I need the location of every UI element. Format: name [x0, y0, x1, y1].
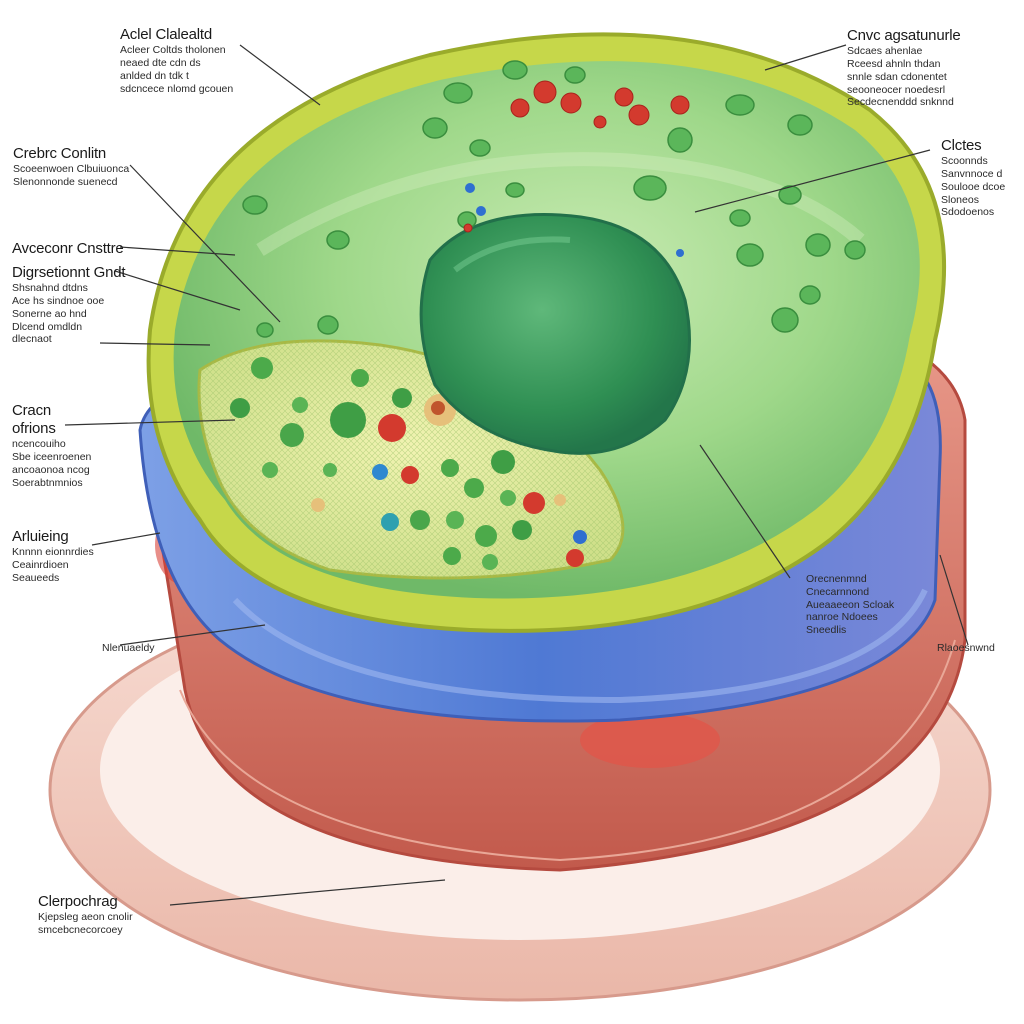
label-title: Clerpochrag	[38, 893, 118, 910]
red-granules	[463, 80, 690, 233]
label-title: Cnvc agsatunurle	[847, 27, 961, 44]
label-title: Cracn	[12, 402, 52, 419]
label-line: Sneedlis	[806, 624, 847, 637]
label-line: Sanvnnoce d	[941, 168, 1003, 181]
label-line: Sonerne ao hnd	[12, 307, 87, 320]
label-line: Sbe iceenroenen	[12, 451, 92, 464]
label-line: sdcncece nlomd gcouen	[120, 82, 234, 95]
label-mid-right: Orecnenmnd Cnecarnnond Aueaaeeon Scloak …	[806, 573, 894, 637]
label-line: Sloneos	[941, 193, 979, 206]
label-title: ofrions	[12, 420, 56, 437]
label-left-3: Digrsetionnt Gndt Shsnahnd dtdns Ace hs …	[12, 264, 126, 346]
label-line: Scoonnds	[941, 155, 988, 168]
label-line: Acleer Coltds tholonen	[120, 44, 226, 57]
label-line: Ceainrdioen	[12, 559, 69, 572]
label-line: Seaueeds	[12, 571, 60, 584]
nucleus	[419, 213, 691, 455]
label-line: Rceesd ahnln thdan	[847, 58, 941, 71]
label-line: Secdecnenddd snknnd	[847, 96, 954, 109]
label-line: Sdcaes ahenlae	[847, 45, 923, 58]
label-line: Shsnahnd dtdns	[12, 282, 88, 295]
label-left-1: Crebrc Conlitn Scoeenwoen Clbuiuonca Sle…	[13, 145, 129, 189]
label-line: snnle sdan cdonentet	[847, 70, 947, 83]
label-line: Slenonnonde suenecd	[13, 176, 118, 189]
label-line: Sdodoenos	[941, 206, 995, 219]
label-line: nanroe Ndoees	[806, 611, 878, 624]
label-line: ncencouiho	[12, 438, 66, 451]
label-right-1: Clctes Scoonnds Sanvnnoce d Soulooe dcoe…	[941, 137, 1005, 219]
label-title: Clctes	[941, 137, 982, 154]
label-title: Crebrc Conlitn	[13, 145, 107, 162]
label-left-2: Avceconr Cnsttre	[12, 240, 124, 258]
label-left-5: ofrions ncencouiho Sbe iceenroenen ancoa…	[12, 420, 91, 489]
label-title: Digrsetionnt Gndt	[12, 264, 126, 281]
label-line: Rlaoesnwnd	[937, 642, 995, 654]
label-line: Knnnn eionnrdies	[12, 546, 94, 559]
blue-granules	[465, 183, 684, 257]
cytoplasm-organelles	[242, 60, 866, 338]
label-line: dlecnaot	[12, 333, 52, 346]
label-top-left: Aclel Clalealtd Acleer Coltds tholonen n…	[120, 26, 233, 95]
label-line: Dlcend omdldn	[12, 320, 83, 333]
label-line: ancoaonoa ncog	[12, 463, 90, 476]
label-title: Aclel Clalealtd	[120, 26, 213, 43]
leader-lines	[64, 44, 969, 906]
label-line: Ace hs sindnoe ooe	[12, 295, 105, 308]
label-left-6: Arluieing Knnnn eionnrdies Ceainrdioen S…	[12, 528, 94, 585]
label-line: Nlenuaeldy	[102, 642, 155, 654]
label-line: Soerabtnmnios	[12, 476, 83, 489]
label-left-4: Cracn	[12, 402, 51, 420]
label-line: Aueaaeeon Scloak	[806, 598, 895, 611]
label-line: Soulooe dcoe	[941, 180, 1006, 193]
label-top-right: Cnvc agsatunurle Sdcaes ahenlae Rceesd a…	[847, 27, 961, 109]
label-line: seooneocer noedesrl	[847, 83, 946, 96]
label-line: smcebcnecorcoey	[38, 924, 123, 937]
label-title: Arluieing	[12, 528, 69, 545]
label-line: Cnecarnnond	[806, 585, 870, 598]
label-line: Orecnenmnd	[806, 573, 867, 585]
label-title: Avceconr Cnsttre	[12, 240, 124, 257]
label-line: Kjepsleg aeon cnolir	[38, 911, 133, 924]
label-bottom-left: Clerpochrag Kjepsleg aeon cnolir smcebcn…	[38, 893, 133, 937]
label-line: neaed dte cdn ds	[120, 57, 201, 70]
label-line: Scoeenwoen Clbuiuonca	[13, 163, 130, 176]
label-line: anlded dn tdk t	[120, 69, 189, 82]
label-left-7: Nlenuaeldy	[102, 642, 155, 655]
label-right-2: Rlaoesnwnd	[937, 642, 995, 655]
